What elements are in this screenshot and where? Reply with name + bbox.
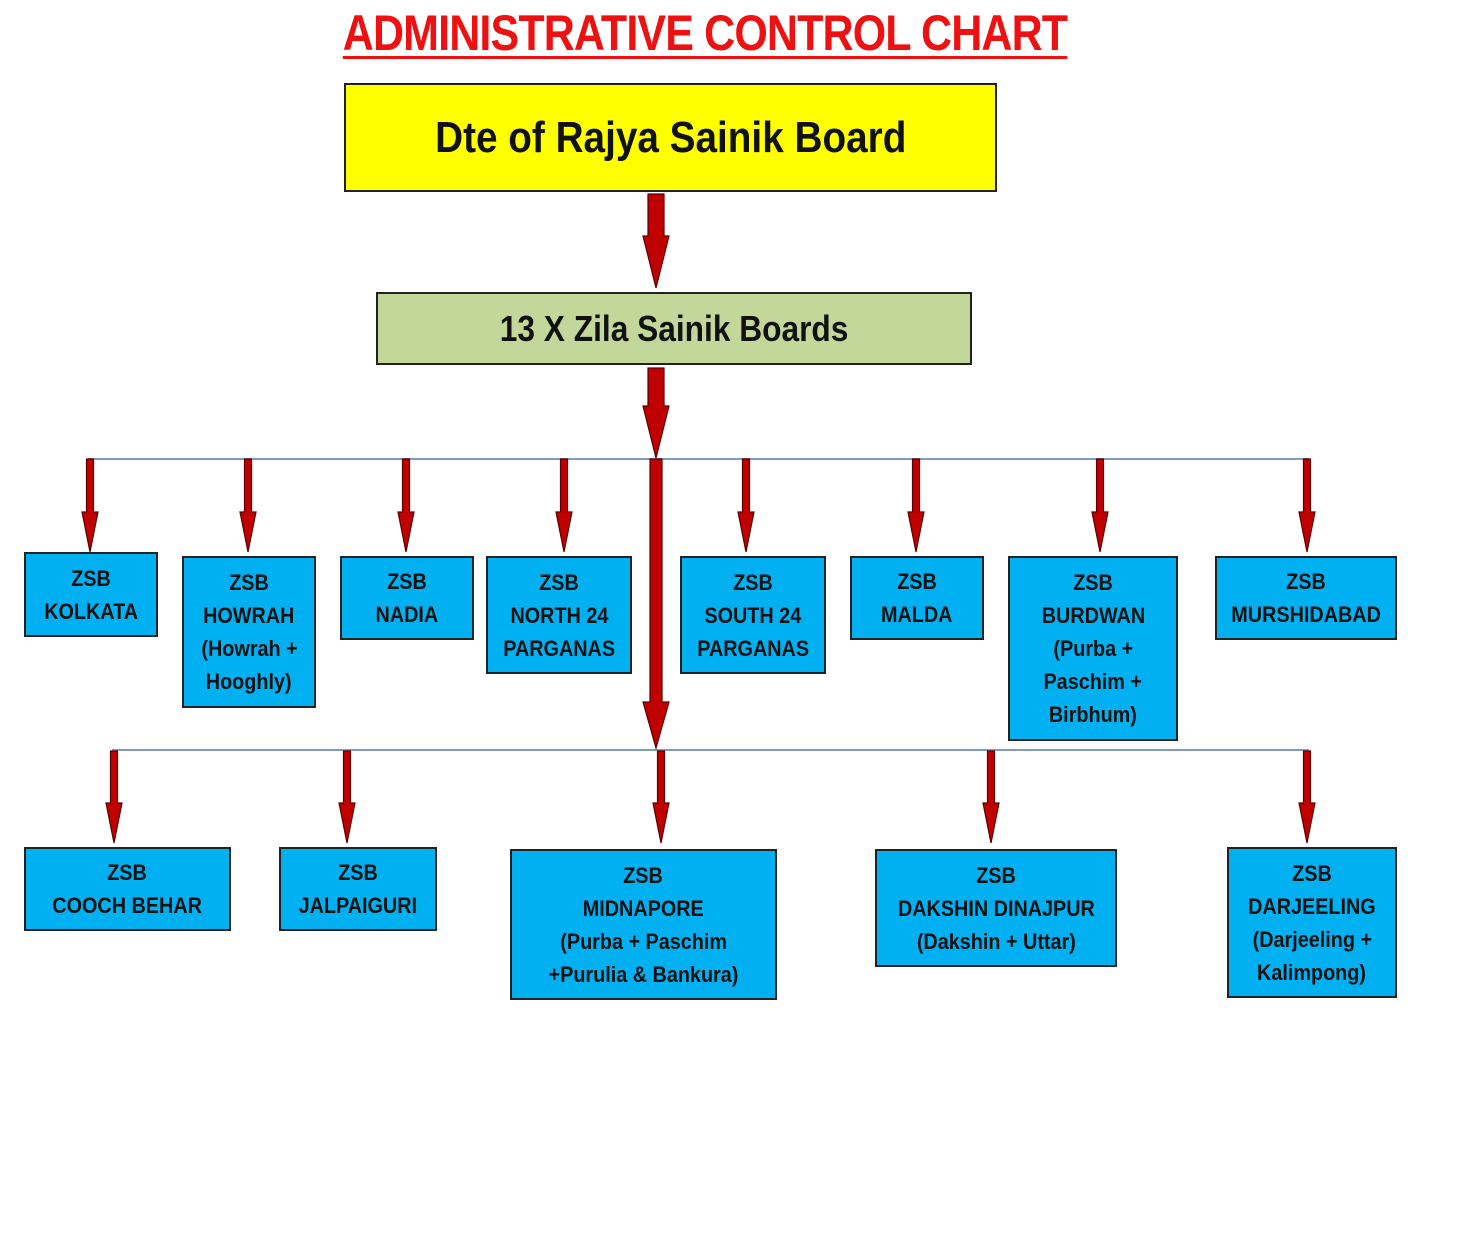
zsb-box-line: Kalimpong) xyxy=(1257,959,1367,985)
zsb-box-howrah: ZSB HOWRAH (Howrah + Hooghly) xyxy=(182,556,316,708)
zsb-box-line: (Dakshin + Uttar) xyxy=(916,928,1076,954)
zsb-box-line: PARGANAS xyxy=(697,635,809,661)
zsb-box-line: Hooghly) xyxy=(206,669,292,694)
zsb-box-kolkata: ZSB KOLKATA xyxy=(24,552,158,637)
zsb-box-line: KOLKATA xyxy=(44,598,138,624)
arrow-row1-nadia xyxy=(397,458,415,553)
zsb-box-line: BURDWAN xyxy=(1041,603,1145,628)
mid-box-line: 13 X Zila Sainik Boards xyxy=(499,307,849,349)
arrow-row2-midnapore xyxy=(652,750,670,844)
zsb-box-line: ZSB xyxy=(229,570,269,595)
box-zila-sainik-boards: 13 X Zila Sainik Boards xyxy=(376,292,972,365)
zsb-box-line: MALDA xyxy=(881,602,953,627)
zsb-box-line: ZSB xyxy=(897,569,937,594)
zsb-box-cooch-behar: ZSB COOCH BEHAR xyxy=(24,847,231,931)
zsb-box-line: (Darjeeling + xyxy=(1252,926,1372,952)
zsb-box-line: NADIA xyxy=(375,602,439,627)
arrow-row2-jalpaiguri xyxy=(338,750,356,844)
zsb-box-line: JALPAIGURI xyxy=(298,893,418,918)
zsb-box-line: ZSB xyxy=(733,569,773,595)
zsb-box-darjeeling: ZSB DARJEELING (Darjeeling + Kalimpong) xyxy=(1227,847,1397,998)
zsb-box-line: ZSB xyxy=(1286,569,1326,594)
arrow-row1-murshidabad xyxy=(1298,458,1316,553)
zsb-box-south-24-parganas: ZSB SOUTH 24 PARGANAS xyxy=(680,556,826,674)
zsb-box-murshidabad: ZSB MURSHIDABAD xyxy=(1215,556,1397,640)
zsb-box-dakshin-dinajpur: ZSB DAKSHIN DINAJPUR (Dakshin + Uttar) xyxy=(875,849,1117,967)
chart-title: ADMINISTRATIVE CONTROL CHART xyxy=(342,5,1068,61)
zsb-box-line: (Howrah + xyxy=(200,636,298,661)
zsb-box-line: COOCH BEHAR xyxy=(52,893,203,918)
arrow-row1-north-24-parganas xyxy=(555,458,573,553)
zsb-box-line: ZSB xyxy=(976,862,1016,888)
zsb-box-line: MURSHIDABAD xyxy=(1231,602,1381,627)
arrow-row1-burdwan xyxy=(1091,458,1109,553)
zsb-box-line: ZSB xyxy=(623,862,664,888)
zsb-box-jalpaiguri: ZSB JALPAIGURI xyxy=(279,847,437,931)
zsb-box-line: ZSB xyxy=(1292,860,1332,886)
arrow-row2-darjeeling xyxy=(1298,750,1316,844)
zsb-box-line: PARGANAS xyxy=(503,635,615,661)
zsb-box-line: ZSB xyxy=(539,569,579,595)
box-rajya-sainik-board: Dte of Rajya Sainik Board xyxy=(344,83,997,192)
zsb-box-line: HOWRAH xyxy=(203,603,295,628)
zsb-box-line: ZSB xyxy=(387,569,427,594)
zsb-box-line: ZSB xyxy=(107,860,148,885)
zsb-box-line: SOUTH 24 xyxy=(704,602,802,628)
zsb-box-line: MIDNAPORE xyxy=(582,895,704,921)
zsb-box-north-24-parganas: ZSB NORTH 24 PARGANAS xyxy=(486,556,632,674)
zsb-box-line: Birbhum) xyxy=(1048,702,1137,727)
arrow-mid-to-branch xyxy=(642,367,670,459)
zsb-box-nadia: ZSB NADIA xyxy=(340,556,474,640)
zsb-box-line: DARJEELING xyxy=(1248,893,1376,919)
arrow-row1-howrah xyxy=(239,458,257,553)
zsb-box-line: NORTH 24 xyxy=(510,602,608,628)
arrow-row1-south-24-parganas xyxy=(737,458,755,553)
zsb-box-burdwan: ZSB BURDWAN (Purba + Paschim + Birbhum) xyxy=(1008,556,1178,741)
arrow-row1-kolkata xyxy=(81,458,99,553)
zsb-box-midnapore: ZSB MIDNAPORE (Purba + Paschim +Purulia & B… xyxy=(510,849,777,1000)
arrow-row2-dakshin-dinajpur xyxy=(982,750,1000,844)
zsb-box-line: (Purba + xyxy=(1053,636,1133,661)
zsb-box-line: ZSB xyxy=(71,565,111,591)
zsb-box-line: Paschim + xyxy=(1043,669,1143,694)
arrow-row1-malda xyxy=(907,458,925,553)
zsb-box-line: +Purulia & Bankura) xyxy=(548,961,739,987)
zsb-box-line: DAKSHIN DINAJPUR xyxy=(897,895,1095,921)
arrow-row2-cooch-behar xyxy=(105,750,123,844)
zsb-box-line: ZSB xyxy=(1073,570,1113,595)
arrow-top-to-mid xyxy=(642,193,670,289)
zsb-box-line: ZSB xyxy=(338,860,378,885)
zsb-box-malda: ZSB MALDA xyxy=(850,556,984,640)
zsb-box-line: (Purba + Paschim xyxy=(560,928,727,954)
top-box-line: Dte of Rajya Sainik Board xyxy=(434,112,907,162)
arrow-branch-to-row2 xyxy=(642,458,670,751)
